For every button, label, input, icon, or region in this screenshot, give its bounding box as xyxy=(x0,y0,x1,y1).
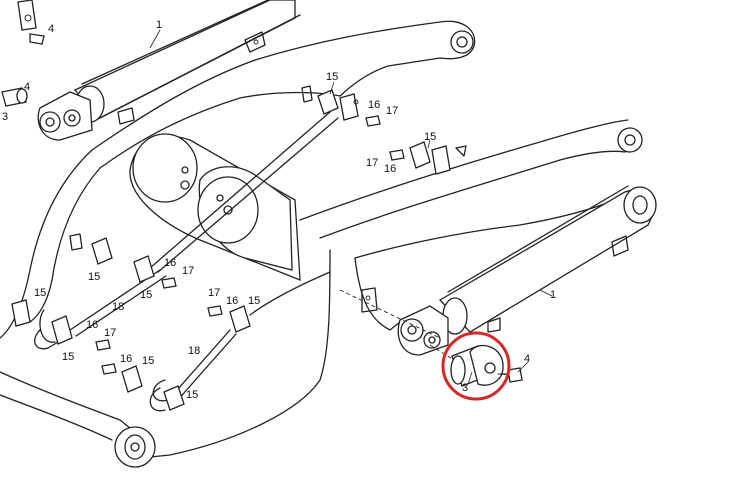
callout-3-top-left: 3 xyxy=(2,111,8,123)
callout-17-upper-a: 17 xyxy=(386,105,398,117)
callout-17-upper-b: 17 xyxy=(366,157,378,169)
clamp-upper-b xyxy=(389,141,467,175)
callout-15-left-b: 15 xyxy=(140,289,152,301)
callout-15-bottom-b: 15 xyxy=(186,389,198,401)
clamp-upper-a xyxy=(301,85,381,127)
callout-15-left-a: 15 xyxy=(88,271,100,283)
callout-4-top: 4 xyxy=(48,23,54,35)
callout-17-lower-left: 17 xyxy=(104,327,116,339)
callout-16-lower-left: 16 xyxy=(86,319,98,331)
callout-15-upper-a: 15 xyxy=(326,71,338,83)
clamp-bottom xyxy=(101,363,185,411)
callout-15-lower-left-a: 15 xyxy=(34,287,46,299)
callout-15-mid: 15 xyxy=(248,295,260,307)
top-hydraulic-cylinder xyxy=(37,0,301,141)
callout-numbers: 1 4 4 3 1 3 4 15 16 17 15 17 16 15 16 17… xyxy=(2,19,556,401)
callout-1-right: 1 xyxy=(550,289,556,301)
clamp-left-b xyxy=(11,299,111,351)
clamp-left-a xyxy=(69,233,177,289)
callout-18-bottom: 18 xyxy=(188,345,200,357)
callout-15-upper-b: 15 xyxy=(424,131,436,143)
callout-4-top-left: 4 xyxy=(24,81,30,93)
callout-15-bottom-a: 15 xyxy=(142,355,154,367)
callout-16-mid: 16 xyxy=(226,295,238,307)
callout-3-pin: 3 xyxy=(462,382,468,394)
callout-15-lower-left-b: 15 xyxy=(62,351,74,363)
callout-18-left-a: 18 xyxy=(112,301,124,313)
callout-16-upper-b: 16 xyxy=(384,163,396,175)
pin-centerline-2 xyxy=(429,344,471,371)
callout-1-top: 1 xyxy=(156,19,162,31)
pin-centerline xyxy=(339,289,441,339)
clamp-mid xyxy=(207,305,251,333)
callout-16-bottom: 16 xyxy=(120,353,132,365)
callout-17-left-a: 17 xyxy=(182,265,194,277)
callout-4-bolt: 4 xyxy=(524,353,530,365)
right-hydraulic-cylinder xyxy=(397,185,657,356)
leader-lines xyxy=(149,29,553,385)
callout-17-mid: 17 xyxy=(208,287,220,299)
top-pin-assembly xyxy=(1,0,45,107)
highlight-circle xyxy=(441,331,511,401)
loader-arm-frame xyxy=(0,20,643,468)
callout-16-left-a: 16 xyxy=(164,257,176,269)
pin-part-3[interactable] xyxy=(450,344,504,387)
callout-16-upper-a: 16 xyxy=(368,99,380,111)
